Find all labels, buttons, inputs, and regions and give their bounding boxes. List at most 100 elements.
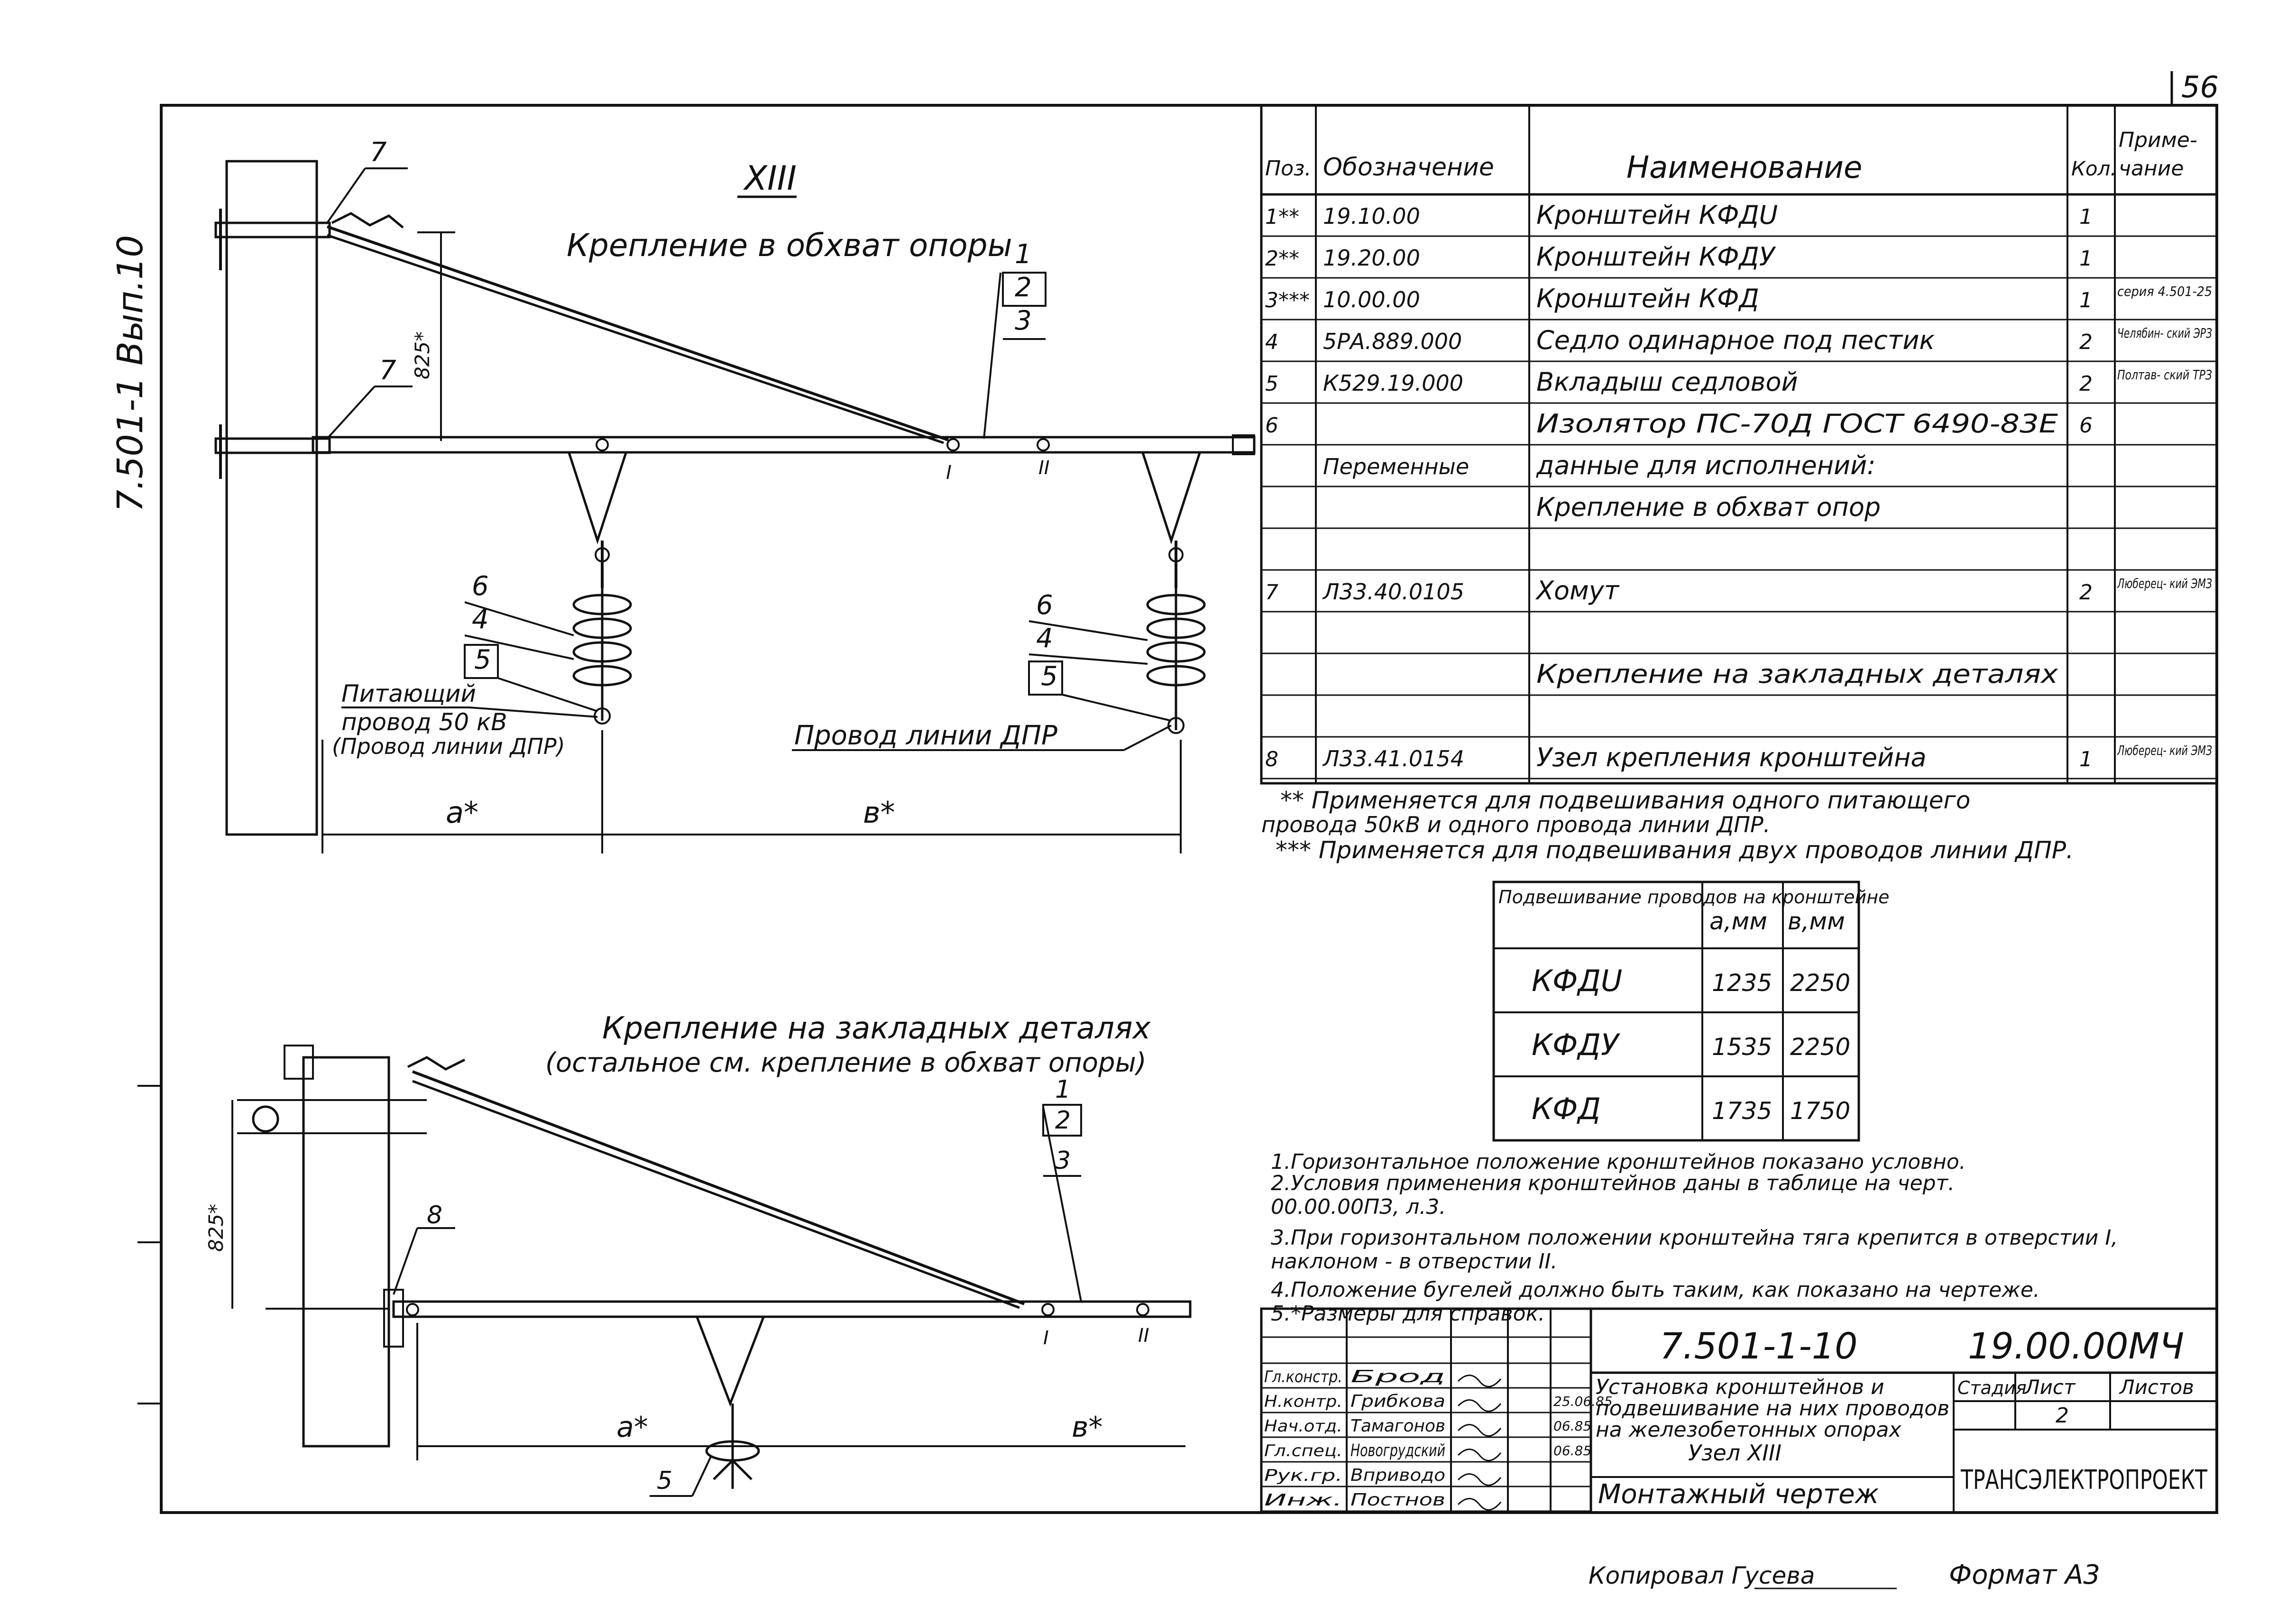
- note-3: 3.При горизонтальном положении кронштейн…: [1271, 1226, 2118, 1250]
- label-feeder-3: (Провод линии ДПР): [332, 734, 565, 759]
- format: Формат А3: [1949, 1560, 2100, 1590]
- bottom-drawing: Крепление на закладных деталях (остально…: [204, 1011, 1192, 1497]
- hole-ii-bottom: II: [1138, 1325, 1149, 1347]
- node-mark: XIII: [743, 159, 797, 198]
- dims-header-2: а,мм: [1709, 908, 1767, 935]
- dim-b-bottom: в*: [1072, 1411, 1102, 1444]
- spec-cell: 3***: [1265, 288, 1310, 312]
- spec-header-name: Наименование: [1626, 150, 1862, 185]
- title-line-2: подвешивание на них проводов: [1596, 1396, 1949, 1421]
- callout-6-right: 6: [1036, 590, 1053, 621]
- sheet-label: Лист: [2024, 1376, 2076, 1399]
- spec-cell: К529.19.000: [1323, 370, 1463, 396]
- notes: 1.Горизонтальное положение кронштейнов п…: [1271, 1150, 2118, 1326]
- label-feeder-2: провод 50 кВ: [341, 708, 507, 736]
- signature-mark: [1457, 1424, 1502, 1437]
- callout-1-bottom: 1: [1055, 1075, 1071, 1104]
- spec-cell: Люберец- кий ЭМЗ: [2117, 576, 2212, 591]
- spec-cell: Хомут: [1535, 576, 1620, 606]
- dims-header-1-text: Подвешивание проводов на кронштейне: [1498, 887, 1889, 908]
- pole-bottom: [302, 1056, 390, 1448]
- dims-cell: 1750: [1790, 1097, 1850, 1125]
- caption-bottom-1: Крепление на закладных деталях: [602, 1011, 1151, 1046]
- spec-cell: Кронштейн КФДU: [1536, 200, 1778, 230]
- spec-cell: Л33.41.0154: [1322, 746, 1464, 771]
- dims-cell: 1235: [1712, 969, 1772, 997]
- tie-rod: [327, 225, 949, 441]
- spec-cell: 4: [1265, 330, 1278, 354]
- spec-cell: Л33.40.0105: [1322, 579, 1464, 605]
- tb-name: Постнов: [1350, 1490, 1445, 1510]
- tb-name: Новогрудский: [1350, 1441, 1445, 1460]
- callout-2-bottom: 2: [1055, 1106, 1071, 1135]
- drawing-type: Монтажный чертеж: [1598, 1479, 1879, 1510]
- tb-role: Н.контр.: [1264, 1392, 1342, 1411]
- spec-cell: данные для исполнений:: [1536, 450, 1875, 480]
- sheet-frame: 56: [138, 70, 2219, 1514]
- clamp-lower: [214, 437, 331, 454]
- spec-cell: 10.00.00: [1323, 287, 1420, 312]
- tb-role: Гл.констр.: [1264, 1367, 1342, 1386]
- label-feeder-1: Питающий: [341, 680, 476, 707]
- tb-name: Тамагонов: [1350, 1416, 1445, 1436]
- clamp-upper: [214, 221, 331, 239]
- dim-a-bottom: a*: [616, 1411, 648, 1444]
- top-drawing: 825* I II: [214, 137, 1256, 853]
- doc-number: 19.00.00МЧ: [1968, 1325, 2184, 1367]
- page-number: 56: [2181, 70, 2219, 104]
- signature-mark: [1457, 1498, 1502, 1511]
- tb-role: Гл.спец.: [1264, 1441, 1342, 1460]
- spec-cell: Кронштейн КФДУ: [1536, 242, 1776, 272]
- spec-header-code: Обозначение: [1323, 153, 1494, 182]
- callout-3-bottom: 3: [1055, 1147, 1071, 1175]
- spec-cell: Переменные: [1323, 454, 1469, 479]
- spec-cell: 6: [1265, 413, 1278, 438]
- stage-label: Стадия: [1957, 1377, 2027, 1398]
- note-4: 4.Положение бугелей должно быть таким, к…: [1271, 1278, 2040, 1302]
- spec-cell: 1: [2079, 288, 2093, 312]
- doc-code: 7.501-1-10: [1660, 1325, 1857, 1367]
- caption-top: Крепление в обхват опоры: [567, 227, 1012, 264]
- spec-header-qty: Кол.: [2071, 157, 2117, 180]
- title-line-3: на железобетонных опорах: [1596, 1418, 1901, 1442]
- spec-cell: Люберец- кий ЭМЗ: [2117, 743, 2212, 758]
- spec-cell: 2: [2079, 330, 2093, 354]
- callout-2-top: 2: [1015, 272, 1032, 303]
- spec-cell: Крепление в обхват опор: [1536, 492, 1881, 522]
- spec-cell: Челябин- ский ЭРЗ: [2117, 325, 2212, 341]
- tb-role: Инж.: [1264, 1491, 1342, 1510]
- spec-cell: Вкладыш седловой: [1536, 367, 1798, 397]
- callout-7-upper: 7: [370, 137, 387, 168]
- signature-mark: [1457, 1375, 1502, 1387]
- spec-cell: 1: [2079, 247, 2093, 271]
- spec-cell: Изолятор ПС-70Д ГОСТ 6490-83Е: [1536, 409, 2058, 439]
- dims-cell: КФД: [1532, 1092, 1601, 1126]
- sheet-value: 2: [2056, 1404, 2069, 1428]
- note-3b: наклоном - в отверстии II.: [1271, 1249, 1557, 1274]
- dims-cell: КФДУ: [1532, 1028, 1621, 1062]
- note-1: 1.Горизонтальное положение кронштейнов п…: [1271, 1150, 1966, 1174]
- spec-cell: Крепление на закладных деталях: [1536, 659, 2058, 689]
- spec-cell: 1: [2079, 747, 2093, 771]
- spec-cell: 19.20.00: [1323, 245, 1420, 271]
- pole: [225, 160, 318, 836]
- callout-5-right: 5: [1041, 661, 1058, 692]
- tb-date: 25.06.85: [1553, 1394, 1613, 1409]
- footnote-3: *** Применяется для подвешивания двух пр…: [1276, 836, 2074, 864]
- spec-header-note-1: Приме-: [2119, 128, 2197, 152]
- spec-cell: 19.10.00: [1323, 203, 1420, 229]
- copied-by: Копировал Гусева: [1589, 1562, 1815, 1589]
- spec-header-note-2: чание: [2119, 156, 2184, 181]
- spec-cell: 2: [2079, 580, 2093, 605]
- tb-name: Брод: [1350, 1367, 1445, 1386]
- tb-role: Рук.гр.: [1264, 1466, 1342, 1485]
- signature-mark: [1457, 1473, 1502, 1486]
- tb-name: Вприводо: [1350, 1466, 1445, 1485]
- note-2: 2.Условия применения кронштейнов даны в …: [1271, 1171, 1955, 1195]
- spec-cell: 5: [1265, 372, 1278, 396]
- note-5: 5.*Размеры для справок.: [1271, 1302, 1545, 1326]
- spec-cell: Узел крепления кронштейна: [1536, 743, 1927, 772]
- spec-cell: 5РА.889.000: [1323, 329, 1462, 354]
